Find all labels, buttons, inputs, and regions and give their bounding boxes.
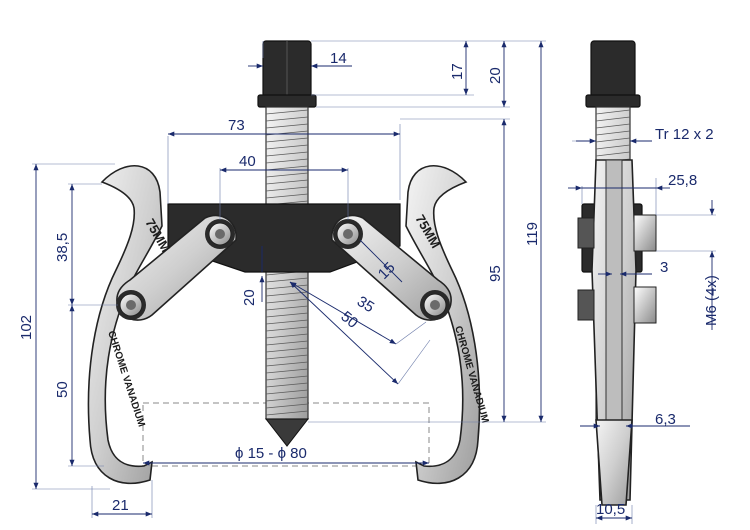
spindle-nut (257, 40, 317, 108)
side-view: Tr 12 x 2 25,8 3 M6 (4x) 6,3 10,5 (568, 40, 720, 524)
thread-line (595, 144, 631, 150)
dim-nut-17: 17 (449, 63, 466, 80)
thread-line (595, 116, 631, 122)
thread-line (265, 137, 309, 143)
dim-height-95: 95 (487, 265, 504, 282)
thread-line (265, 186, 309, 192)
thread-line (265, 151, 309, 157)
dim-jaw-upper: 38,5 (54, 233, 71, 262)
thread-line (595, 109, 631, 115)
dim-jaw-lower: 50 (54, 381, 71, 398)
dim-height-119: 119 (524, 222, 541, 246)
dim-thickness-6-3: 6,3 (655, 411, 676, 428)
dim-bolts: M6 (4x) (703, 275, 720, 326)
dim-bridge-holes: 40 (239, 153, 256, 170)
dim-offset-20: 20 (241, 289, 258, 306)
bolt-lower-left (116, 290, 146, 320)
thread-line (265, 116, 309, 122)
front-view: 75MM 75MM CHROME VANADIUM CHROME VANADIU… (18, 40, 490, 518)
thread-line (265, 123, 309, 129)
dim-nut-20: 20 (487, 67, 504, 84)
dim-capacity: ϕ 15 - ϕ 80 (235, 445, 307, 462)
engraving-material-left: CHROME VANADIUM (105, 330, 146, 429)
thread-line (265, 193, 309, 199)
dim-arm-35: 35 (354, 293, 377, 316)
thread-line (265, 389, 309, 395)
thread-line (595, 151, 631, 157)
dim-nut-width: 14 (330, 50, 347, 67)
dim-foot-21: 21 (112, 497, 129, 514)
height-dimensions: 17 20 95 119 (308, 40, 546, 423)
thread-line (265, 410, 309, 416)
thread-line (265, 144, 309, 150)
thread-line (265, 158, 309, 164)
dim-foot-10-5: 10,5 (596, 501, 625, 518)
thread-line (595, 137, 631, 143)
dim-gap-3: 3 (660, 259, 668, 276)
thread-line (265, 277, 309, 283)
dim-width-25-8: 25,8 (668, 172, 697, 189)
left-jaw (87, 165, 163, 485)
thread-line (265, 172, 309, 178)
thread-line (265, 109, 309, 115)
dim-thread: Tr 12 x 2 (655, 126, 714, 143)
thread-line (595, 130, 631, 136)
bolt-upper-left (205, 219, 235, 249)
right-jaw (405, 165, 481, 485)
dim-span: 73 (228, 117, 245, 134)
dim-overall-height: 102 (18, 315, 35, 340)
thread-line (265, 403, 309, 409)
spindle (264, 106, 310, 447)
thread-line (265, 396, 309, 402)
bolt-lower-right (420, 290, 450, 320)
bolt-upper-right (333, 219, 363, 249)
thread-line (265, 179, 309, 185)
thread-line (595, 123, 631, 129)
